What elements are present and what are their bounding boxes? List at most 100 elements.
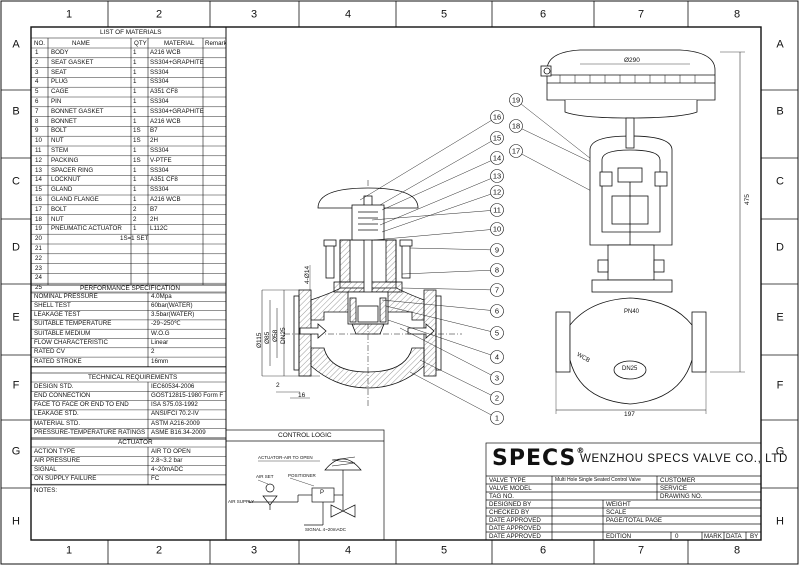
materials-cell: 2 <box>35 58 39 66</box>
materials-cell: 21 <box>35 245 42 252</box>
zone-col-bottom: 7 <box>637 544 645 557</box>
performance-label: LEAKAGE TEST <box>34 311 81 319</box>
materials-cell: 1 <box>133 98 137 105</box>
valve-model-label: VALVE MODEL <box>489 485 532 492</box>
zone-row-right: B <box>776 105 784 118</box>
materials-cell: V-PTFE <box>150 156 172 164</box>
part-bubble-circle <box>490 263 504 277</box>
materials-header-cell: NO. <box>34 40 46 47</box>
body-mark-dn25: DN25 <box>622 366 638 372</box>
materials-cell: A351 CF8 <box>150 88 178 96</box>
edition-label: EDITION <box>606 533 632 540</box>
part-bubble-number: 7 <box>494 285 500 295</box>
materials-cell: 4 <box>35 78 39 86</box>
materials-cell: 1 <box>133 49 137 56</box>
materials-cell: SS304 <box>150 68 169 76</box>
zone-row-left: F <box>12 379 20 392</box>
zone-row-left: C <box>12 175 20 188</box>
part-bubble-circle <box>490 151 504 165</box>
customer-label: CUSTOMER <box>660 477 696 484</box>
materials-cell: 2 <box>133 215 137 223</box>
materials-cell: 24 <box>35 274 42 282</box>
materials-cell: B7 <box>150 205 158 213</box>
technical-label: MATERIAL STD. <box>34 419 81 427</box>
materials-cell: 15 <box>35 186 42 194</box>
performance-value: 4.0Mpa <box>151 292 172 300</box>
dim-d58: Ø58 <box>272 329 279 342</box>
materials-cell: A216 WCB <box>150 49 181 56</box>
materials-cell: 17 <box>35 205 42 213</box>
part-bubble-number: 15 <box>492 133 502 143</box>
data-label: DATA <box>726 533 742 540</box>
part-bubble-circle <box>490 326 504 340</box>
materials-cell: 1 <box>133 225 137 233</box>
materials-cell: SEAT GASKET <box>51 58 94 66</box>
materials-cell: A351 CF8 <box>150 176 178 184</box>
performance-value: 2 <box>151 348 155 356</box>
date-approved-label-3: DATE APPROVED <box>489 533 541 540</box>
part-bubble-number: 9 <box>494 245 500 255</box>
drawing-no-label: DRAWING NO. <box>660 493 703 500</box>
materials-cell: SS304 <box>150 78 169 86</box>
zone-row-left: B <box>12 105 20 118</box>
materials-cell: PACKING <box>51 156 79 164</box>
materials-cell: BODY <box>51 49 69 56</box>
part-bubble-number: 12 <box>492 187 502 197</box>
materials-cell: NUT <box>51 215 64 223</box>
technical-value: ANSI/FCI 70.2-IV <box>151 410 199 418</box>
actuator-value: AIR TO OPEN <box>151 447 191 455</box>
performance-label: RATED STROKE <box>34 357 82 365</box>
performance-value: W.O.G <box>151 329 170 337</box>
materials-cell: SS304+GRAPHITE <box>150 58 204 66</box>
materials-cell: 12 <box>35 156 42 164</box>
part-bubble-circle <box>490 243 504 257</box>
part-bubble-circle <box>490 304 504 318</box>
materials-cell: 3 <box>35 68 39 76</box>
zone-row-left: H <box>12 515 20 528</box>
materials-cell: 1 <box>133 68 137 76</box>
materials-cell: 5 <box>35 88 39 96</box>
zone-row-right: F <box>776 379 784 392</box>
performance-title: PERFORMANCE SPECIFICATION <box>80 285 181 292</box>
actuator-label: ACTION TYPE <box>34 447 76 455</box>
valve-type-value: Multi Hole Single Seated Control Valve <box>555 477 641 483</box>
sectional-view <box>261 180 462 408</box>
technical-value: ISA S75.03-1992 <box>151 401 198 409</box>
part-bubble-circle <box>509 144 523 158</box>
zone-col-bottom: 3 <box>250 544 258 557</box>
dim-197: 197 <box>624 411 635 418</box>
zone-row-right: H <box>776 515 784 528</box>
dim-16: 16 <box>298 392 306 399</box>
zone-col-bottom: 6 <box>539 544 547 557</box>
materials-cell: BOLT <box>51 205 67 213</box>
control-logic-title: CONTROL LOGIC <box>278 432 332 439</box>
zone-col-bottom: 1 <box>65 544 73 557</box>
part-bubble-number: 3 <box>494 373 500 383</box>
mark-label: MARK <box>704 533 722 540</box>
technical-value: ASTM A216-2009 <box>151 419 200 427</box>
zone-col-bottom: 4 <box>344 544 352 557</box>
part-bubble-number: 13 <box>492 171 502 181</box>
part-bubble-number: 17 <box>511 146 521 156</box>
specs-logo: SPECS® <box>492 446 585 471</box>
notes-label: NOTES: <box>34 487 58 494</box>
technical-value: IEC60534-2006 <box>151 382 195 390</box>
part-bubble-number: 16 <box>492 112 502 122</box>
materials-cell: 1S <box>133 156 141 164</box>
part-bubble-number: 11 <box>493 205 501 215</box>
performance-label: NOMINAL PRESSURE <box>34 292 98 300</box>
designed-by-label: DESIGNED BY <box>489 501 532 508</box>
materials-cell: 13 <box>35 166 42 174</box>
control-logic-box <box>225 429 385 541</box>
title-block-grid <box>485 442 762 541</box>
actuator-title: ACTUATOR <box>118 439 153 446</box>
part-bubble-circle <box>490 203 504 217</box>
dim-4-d14: 4-Ø14 <box>304 265 311 284</box>
part-bubble-circle <box>490 283 504 297</box>
zone-row-right: A <box>776 38 784 51</box>
part-bubble-number: 10 <box>492 224 502 234</box>
part-bubble-circle <box>490 391 504 405</box>
performance-value: 3.5bar(WATER) <box>151 311 195 319</box>
